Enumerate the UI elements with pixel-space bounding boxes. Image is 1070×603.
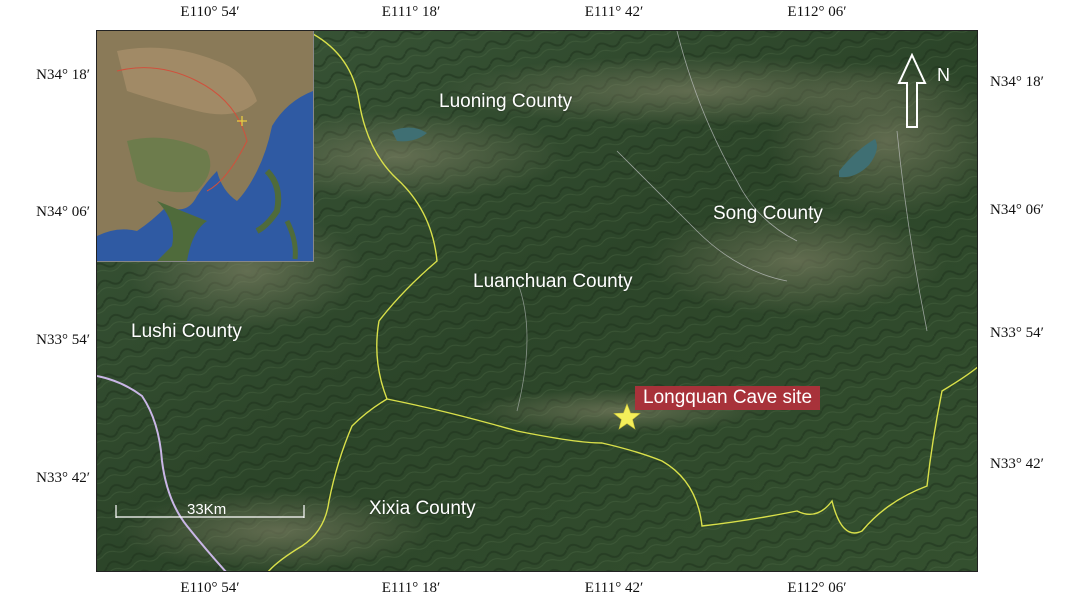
left-tick-2: N34° 06′ (36, 204, 90, 220)
top-tick-1: E110° 54′ (180, 4, 240, 20)
site-label[interactable]: Longquan Cave site (635, 386, 821, 410)
river-line (97, 375, 227, 571)
left-tick-3: N33° 54′ (36, 332, 90, 348)
county-label-lushi: Lushi County (131, 321, 242, 342)
top-tick-3: E111° 42′ (584, 4, 644, 20)
bottom-tick-3: E111° 42′ (584, 580, 644, 596)
county-label-xixia: Xixia County (369, 498, 476, 519)
north-label: N (937, 65, 950, 85)
left-tick-4: N33° 42′ (36, 470, 90, 486)
county-boundary-line (312, 33, 977, 534)
county-label-luanchuan: Luanchuan County (473, 271, 633, 292)
county-label-song: Song County (713, 203, 823, 224)
inset-map-graphic (97, 31, 313, 261)
right-tick-3: N33° 54′ (990, 325, 1044, 341)
county-label-luoning: Luoning County (439, 91, 573, 112)
top-tick-2: E111° 18′ (381, 4, 441, 20)
north-arrow-icon (897, 53, 927, 128)
inset-overview-map (97, 31, 314, 262)
satellite-map[interactable]: Luoning County Song County Luanchuan Cou… (96, 30, 978, 572)
scale-label: 33Km (187, 501, 227, 518)
site-star-icon[interactable] (613, 403, 641, 431)
right-tick-4: N33° 42′ (990, 456, 1044, 472)
scale-bar (115, 505, 305, 518)
right-tick-2: N34° 06′ (990, 202, 1044, 218)
bottom-tick-4: E112° 06′ (787, 580, 847, 596)
right-tick-1: N34° 18′ (990, 74, 1044, 90)
bottom-tick-1: E110° 54′ (180, 580, 240, 596)
top-tick-4: E112° 06′ (787, 4, 847, 20)
bottom-tick-2: E111° 18′ (381, 580, 441, 596)
county-boundary-south (267, 398, 388, 571)
left-tick-1: N34° 18′ (36, 67, 90, 83)
